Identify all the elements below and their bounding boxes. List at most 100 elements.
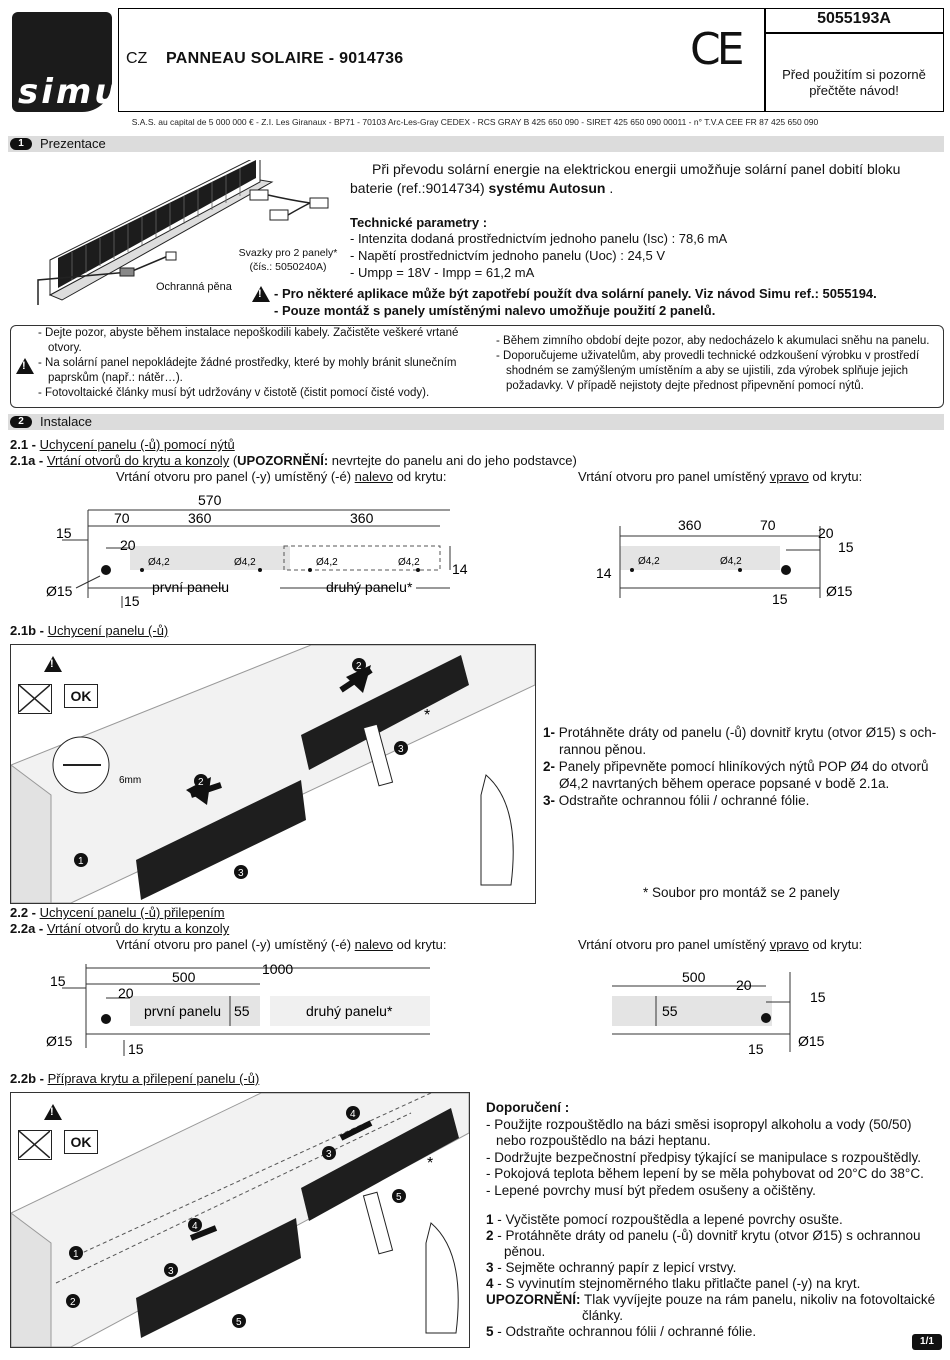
dim-phi15: Ø15 [798,1033,825,1049]
drill-diagram-right-rivets: 360 70 20 15 14 Ø4,2 Ø4,2 Ø15 15 [596,517,854,607]
section-title: Instalace [40,414,93,429]
document-code: 5055193A [817,10,891,27]
heading-warning: UPOZORNĚNÍ: [237,453,329,468]
heading-num: 2.1 - [10,437,40,452]
glue-mounting-drawing: 1 2 3 4 3 4 5 5 * [10,1092,470,1348]
intro-paragraph: Při převodu solární energie na elektrick… [350,160,940,198]
star-mark: * [424,707,430,724]
heading-text: Příprava krytu a přilepení panelu (-ů) [47,1071,260,1086]
step-text: - Vyčistěte pomocí rozpouštědla a lepené… [493,1212,843,1227]
callout-3: 3 [238,868,244,879]
callout-5: 5 [396,1192,402,1203]
dim-360: 360 [188,510,212,526]
dim-570: 570 [198,492,222,508]
step-text: Odstraňte ochrannou fólii / ochranné fól… [555,793,810,808]
tech-item: - Intenzita dodaná prostřednictvím jedno… [350,231,728,246]
caption-dir: vpravo [769,937,809,952]
heading-2-1b: 2.1b - Uchycení panelu (-ů) [10,622,168,639]
step: 2- Panely připevněte pomocí hliníkových … [543,758,943,775]
caution-left: - Dejte pozor, abyste během instalace ne… [38,326,488,401]
caution-line: paprskům (např.: nátěr…). [48,372,183,384]
not-ok-icon [18,1130,52,1160]
glue-mounting-illustration: 1 2 3 4 3 4 5 5 * [10,1092,470,1348]
step-text: - Protáhněte dráty od panelu (-ů) dovnit… [493,1228,921,1243]
rivet-mounting-illustration: 1 2 3 2 3 * 6mm [10,644,536,904]
caption-end: od krytu: [392,469,447,484]
simu-logo: simu [12,12,119,112]
warning-icon [44,1104,62,1120]
harness-label: Svazky pro 2 panely* (čís.: 5050240A) [233,246,343,274]
dim-15b: 15 [124,593,140,609]
dim-phi42: Ø4,2 [234,557,256,568]
warning-icon [252,286,270,302]
callout-3: 3 [168,1266,174,1277]
step-num: 5 [486,1324,494,1339]
heading-num: 2.1a - [10,453,47,468]
heading-num: 2.2b - [10,1071,48,1086]
heading-text: Uchycení panelu (-ů) přilepením [39,905,225,920]
caution-right: - Během zimního období dejte pozor, aby … [496,334,936,394]
dim-15: 15 [810,989,826,1005]
drill-diagram-right-glue: 500 20 15 55 Ø15 15 [612,969,826,1057]
language-code: CZ [126,50,148,67]
step-text: - Sejměte ochranný papír z lepicí vrstvy… [493,1260,737,1275]
callout-4: 4 [192,1221,198,1232]
glue-steps: 1 - Vyčistěte pomocí rozpouštědla a lepe… [486,1212,946,1340]
ok-icon: OK [64,1130,98,1154]
step-num: 3 [486,1260,494,1275]
step-num: 2- [543,759,556,774]
caption-end: od krytu: [808,937,863,952]
ce-mark: CE [690,24,744,75]
left-caption-1: Vrtání otvoru pro panel (-y) umístěný (-… [116,468,446,485]
heading-2-2a: 2.2a - Vrtání otvorů do krytu a konzoly [10,920,229,937]
heading-2-1: 2.1 - Uchycení panelu (-ů) pomocí nýtů [10,436,235,453]
intro-end: . [605,180,614,196]
heading-num: 2.2a - [10,921,47,936]
step-num: 3- [543,793,556,808]
harness-label-text: Svazky pro 2 panely* [238,247,338,259]
caution-line: - Dejte pozor, abyste během instalace ne… [38,327,459,339]
dim-70: 70 [114,510,130,526]
harness-ref: (čís.: 5050240A) [249,261,327,273]
rivet-steps: 1- Protáhněte dráty od panelu (-ů) dovni… [543,724,943,809]
caution-line: - Doporučujeme uživatelům, aby provedli … [496,350,920,362]
dim-500: 500 [172,969,196,985]
dim-15b: 15 [772,591,788,607]
callout-2: 2 [356,661,362,672]
callout-5: 5 [236,1317,242,1328]
step: 2 - Protáhněte dráty od panelu (-ů) dovn… [486,1228,946,1244]
drill-diagram-left-rivets: 570 70 360 360 15 20 Ø4,2 Ø4,2 Ø4,2 Ø4,2… [46,492,468,609]
caption-text: Vrtání otvoru pro panel (-y) umístěný (-… [116,469,355,484]
panel-second-label: druhý panelu* [306,1003,393,1019]
dim-70: 70 [760,517,776,533]
dim-phi42: Ø4,2 [398,557,420,568]
dim-20: 20 [120,537,136,553]
tech-item: - Napětí prostřednictvím jednoho panelu … [350,248,666,263]
dim-15: 15 [50,973,66,989]
tech-list: - Intenzita dodaná prostřednictvím jedno… [350,230,727,281]
caution-line: - Na solární panel nepokládejte žádné pr… [38,357,457,369]
heading-warning-text: nevrtejte do panelu ani do jeho podstavc… [328,453,577,468]
tech-title: Technické parametry : [350,215,488,230]
header-divider-h [764,32,944,34]
right-caption-1: Vrtání otvoru pro panel umístěný vpravo … [578,468,862,485]
panel-second-label: druhý panelu* [326,579,413,595]
heading-text: Vrtání otvorů do krytu a konzoly [46,453,230,468]
caption-end: od krytu: [808,469,863,484]
heading-2-1a: 2.1a - Vrtání otvorů do krytu a konzoly … [10,453,577,468]
warning-line: - Pro některé aplikace může být zapotřeb… [274,286,877,301]
heading-text: Vrtání otvorů do krytu a konzoly [46,921,230,936]
left-caption-2: Vrtání otvoru pro panel (-y) umístěný (-… [116,936,446,953]
step-text: Panely připevněte pomocí hliníkových nýt… [555,759,929,774]
panel-first-label: první panelu [152,579,229,595]
dim-phi42: Ø4,2 [148,557,170,568]
dim-phi42: Ø4,2 [638,556,660,567]
panel-first-label: první panelu [144,1003,221,1019]
rivet-mounting-drawing: 1 2 3 2 3 * 6mm [10,644,536,904]
heading-2-2b: 2.2b - Příprava krytu a přilepení panelu… [10,1070,259,1087]
step-num: 2 [486,1228,494,1243]
caution-line: shodném se zamýšleným umístěním a aby se… [506,365,909,377]
step: pěnou. [486,1244,946,1260]
caution-line: - Během zimního období dejte pozor, aby … [496,335,930,347]
warning-icon [16,358,34,374]
